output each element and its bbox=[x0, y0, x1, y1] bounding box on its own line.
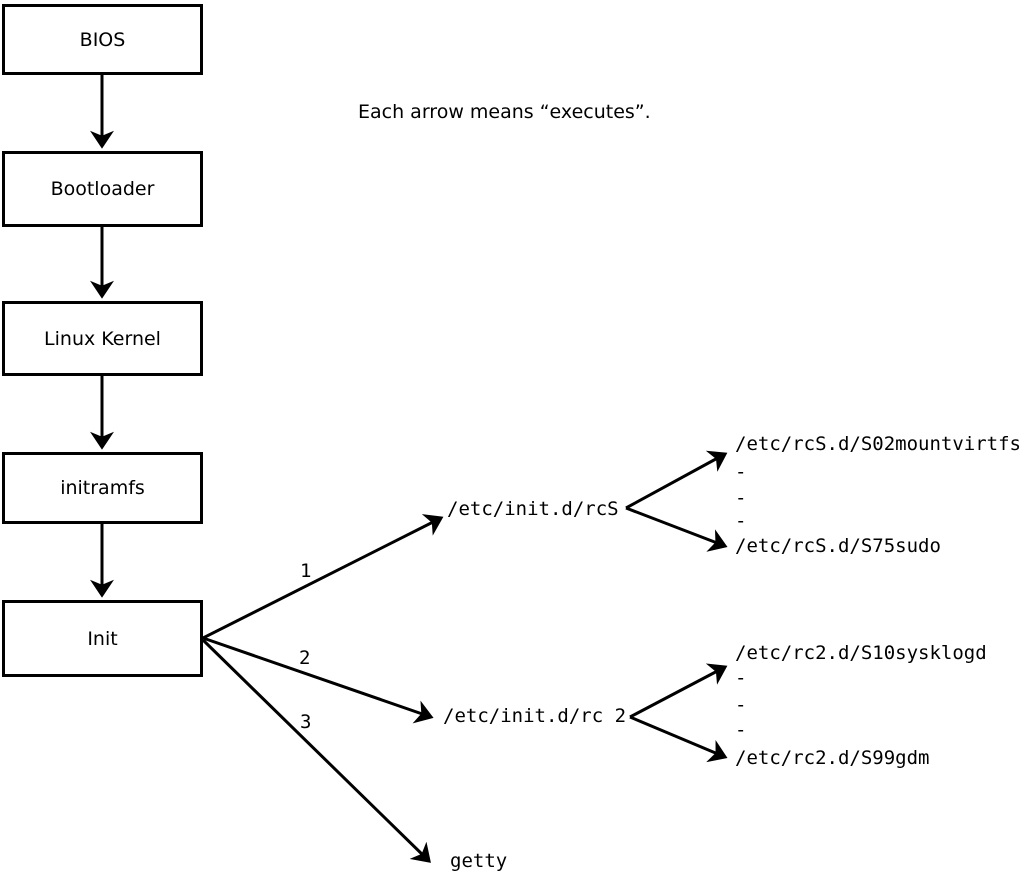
arrow-rcS-to-s75sudo bbox=[625, 506, 728, 552]
rcS-child-last: /etc/rcS.d/S75sudo bbox=[735, 535, 941, 557]
node-bios-label: BIOS bbox=[79, 28, 126, 51]
node-bootloader: Bootloader bbox=[2, 151, 203, 227]
arrow-init-to-getty bbox=[201, 638, 431, 863]
node-linux-kernel-label: Linux Kernel bbox=[44, 327, 161, 350]
node-init: Init bbox=[2, 600, 203, 677]
branch-1-target-label: /etc/init.d/rcS bbox=[447, 498, 619, 520]
rc2-child-first: /etc/rc2.d/S10sysklogd bbox=[735, 642, 987, 664]
node-initramfs-label: initramfs bbox=[60, 477, 145, 499]
branch-3-number: 3 bbox=[300, 711, 312, 733]
branch-2-target-label: /etc/init.d/rc 2 bbox=[443, 705, 627, 727]
arrow-rcS-to-s02mountvirtfs bbox=[625, 450, 728, 510]
branch-2-number: 2 bbox=[299, 647, 311, 669]
arrow-rc2-to-s10sysklogd bbox=[629, 663, 728, 719]
diagram-caption: Each arrow means “executes”. bbox=[358, 101, 651, 123]
rcS-ellipsis-dash: - bbox=[735, 510, 747, 532]
node-bios: BIOS bbox=[2, 4, 203, 75]
rcS-ellipsis-dash: - bbox=[735, 461, 747, 483]
rc2-ellipsis-dash: - bbox=[735, 667, 747, 689]
rc2-child-last: /etc/rc2.d/S99gdm bbox=[735, 747, 930, 769]
node-initramfs: initramfs bbox=[2, 452, 203, 524]
rc2-ellipsis-dash: - bbox=[735, 694, 747, 716]
rcS-child-first: /etc/rcS.d/S02mountvirtfs bbox=[735, 433, 1021, 455]
arrow-init-to-rc2 bbox=[202, 636, 434, 724]
branch-3-target-label: getty bbox=[450, 850, 508, 872]
node-linux-kernel: Linux Kernel bbox=[2, 301, 203, 376]
arrow-init-to-rcS bbox=[202, 514, 444, 640]
branch-1-number: 1 bbox=[300, 560, 312, 582]
node-bootloader-label: Bootloader bbox=[50, 178, 155, 200]
arrow-rc2-to-s99gdm bbox=[629, 715, 728, 763]
rcS-ellipsis-dash: - bbox=[735, 487, 747, 509]
node-init-label: Init bbox=[87, 627, 118, 650]
rc2-ellipsis-dash: - bbox=[735, 719, 747, 741]
